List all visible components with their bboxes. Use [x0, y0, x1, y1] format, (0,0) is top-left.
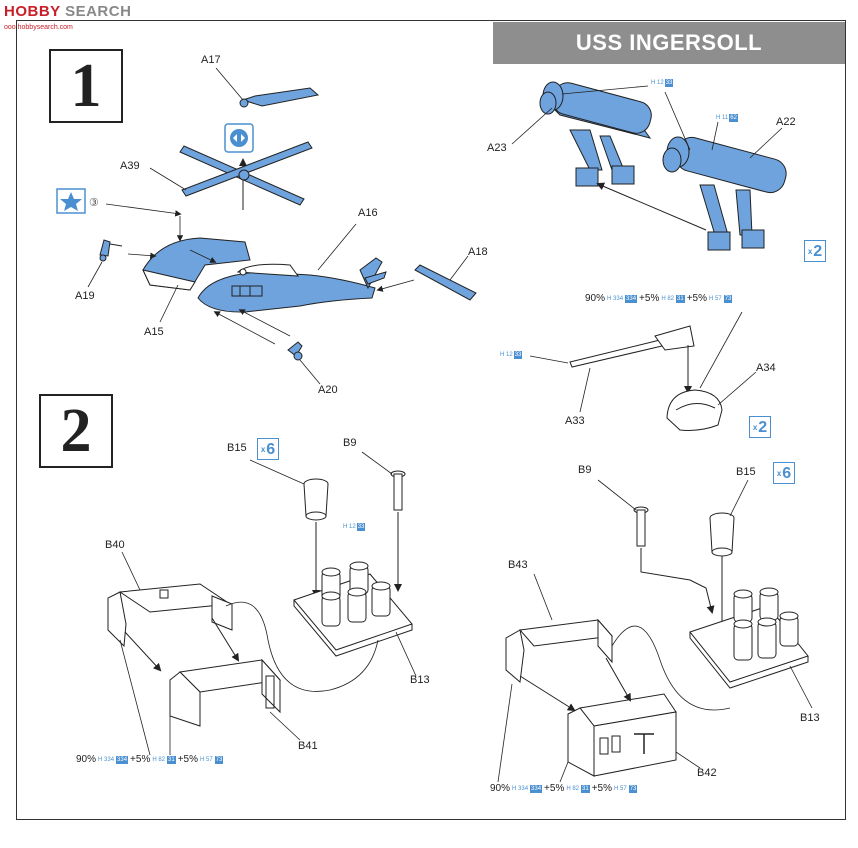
step-number-1: 1 [49, 49, 123, 123]
ship-title-banner: USS INGERSOLL [493, 22, 845, 64]
label-b15-left: B15 [227, 442, 247, 454]
page-frame [16, 20, 846, 820]
label-a23: A23 [487, 142, 507, 154]
label-a15: A15 [144, 326, 164, 338]
label-star-count: ③ [89, 197, 99, 209]
part-a18-stabilizer [414, 264, 477, 301]
label-b40: B40 [105, 539, 125, 551]
label-b13-right: B13 [800, 712, 820, 724]
part-a17-tail-rotor [239, 87, 320, 108]
part-b40 [107, 583, 233, 648]
part-a34-turret [666, 389, 723, 431]
part-a39-main-rotor [179, 141, 313, 206]
label-a19: A19 [75, 290, 95, 302]
part-a19 [99, 239, 123, 262]
step-number-2: 2 [39, 394, 113, 468]
part-b41 [169, 658, 281, 727]
label-b41: B41 [298, 740, 318, 752]
part-a23-launcher [539, 81, 652, 187]
part-b9-left [390, 470, 406, 511]
part-b43 [505, 618, 613, 683]
part-a22-launcher [662, 136, 787, 251]
label-a18: A18 [468, 246, 488, 258]
label-a16: A16 [358, 207, 378, 219]
part-a16-fuselage [197, 257, 387, 313]
repeat-icon [224, 123, 254, 153]
part-b15-right [709, 512, 735, 557]
part-b9-right [633, 506, 649, 547]
label-b9-left: B9 [343, 437, 357, 449]
part-b13-left [293, 561, 413, 657]
watermark-url: ooo.hobbysearch.com [4, 24, 73, 31]
part-a20 [287, 341, 303, 361]
label-a39: A39 [120, 160, 140, 172]
part-b15-left [303, 478, 329, 521]
star-icon [56, 188, 86, 214]
label-a20: A20 [318, 384, 338, 396]
label-b43: B43 [508, 559, 528, 571]
label-a34: A34 [756, 362, 776, 374]
part-a15-upper-body [142, 237, 251, 291]
label-b42: B42 [697, 767, 717, 779]
label-b13-left: B13 [410, 674, 430, 686]
label-a22: A22 [776, 116, 796, 128]
part-a33-barrel [569, 325, 695, 368]
label-b9-right: B9 [578, 464, 592, 476]
watermark-logo: HOBBY SEARCH [4, 3, 132, 20]
label-a33: A33 [565, 415, 585, 427]
label-b15-right: B15 [736, 466, 756, 478]
part-b42 [567, 693, 677, 777]
part-b13-right [689, 587, 809, 689]
label-a17: A17 [201, 54, 221, 66]
